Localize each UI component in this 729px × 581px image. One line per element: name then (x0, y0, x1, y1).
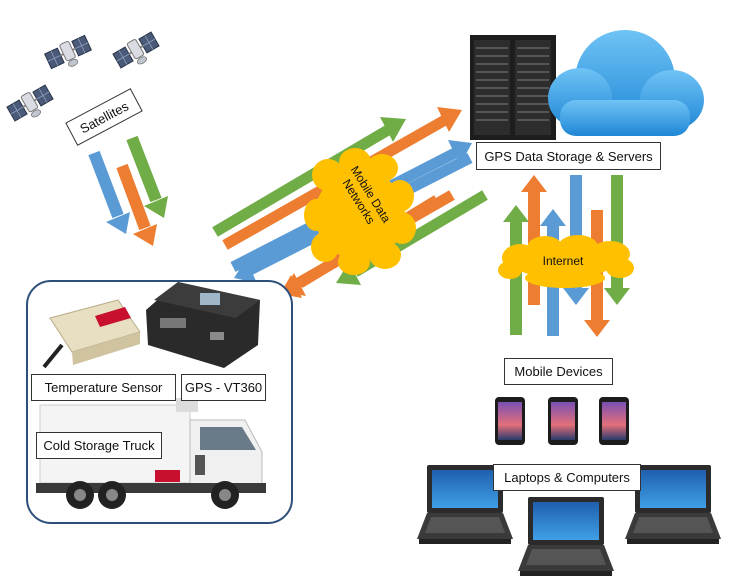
gps-vt360-label: GPS - VT360 (181, 374, 266, 401)
smartphone-icon (599, 397, 629, 445)
smartphone-icon (548, 397, 578, 445)
mobile-devices-label: Mobile Devices (504, 358, 613, 385)
satellite-icon (43, 33, 95, 76)
cold-storage-truck-label: Cold Storage Truck (36, 432, 162, 459)
internet-label: Internet (542, 254, 584, 268)
server-rack-icon (470, 35, 556, 140)
laptop-icon (518, 497, 614, 576)
satellite-icon (5, 82, 58, 128)
gps-tracker-icon (146, 282, 260, 368)
mobile-network-cloud (304, 148, 416, 275)
gps-data-storage-label: GPS Data Storage & Servers (476, 142, 661, 170)
laptops-computers-label: Laptops & Computers (493, 464, 641, 491)
satellite-icon (111, 29, 164, 75)
internet-cloud (498, 235, 634, 288)
temperature-sensor-label: Temperature Sensor (31, 374, 176, 401)
satellite-downlink-arrows (88, 135, 168, 246)
temperature-sensor-icon (42, 299, 141, 369)
smartphone-icon (495, 397, 525, 445)
cloud-icon (548, 30, 704, 136)
